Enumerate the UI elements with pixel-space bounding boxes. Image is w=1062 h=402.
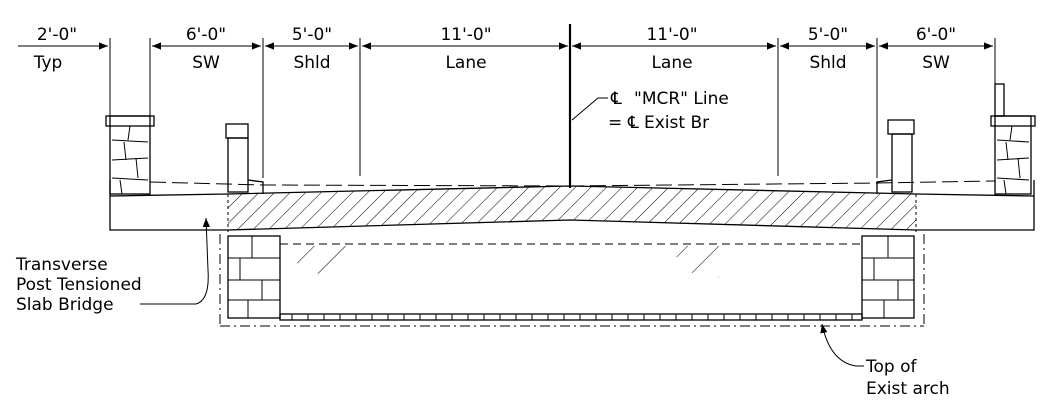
centerline: ℄ "MCR" Line = ℄ Exist Br (568, 24, 729, 188)
typ-width-text: 2'-0" (37, 25, 77, 45)
lane-left-width-text: 11'-0" (440, 25, 491, 45)
shoulder-left-width-text: 5'-0" (292, 25, 332, 45)
lane-left-label-text: Lane (445, 53, 486, 73)
lane-right-label-text: Lane (651, 53, 692, 73)
existing-arch-structure (219, 234, 925, 327)
slab-callout: Transverse Post Tensioned Slab Bridge (15, 217, 210, 315)
centerline-exist-br-text: Exist Br (644, 113, 709, 133)
lane-right-width-text: 11'-0" (646, 25, 697, 45)
right-railing-post (876, 119, 915, 194)
centerline-equals-text: = (608, 113, 622, 133)
left-parapet (105, 115, 155, 195)
typ-label-text: Typ (33, 53, 63, 73)
shoulder-right-label-text: Shld (809, 53, 846, 73)
sidewalk-right-label-text: SW (922, 53, 950, 73)
slab-callout-line1: Transverse (15, 255, 108, 275)
deck-slab (109, 180, 1035, 232)
left-railing-post (225, 123, 264, 194)
centerline-mcr-text: "MCR" Line (634, 89, 729, 109)
arch-callout: Top of Exist arch (820, 323, 950, 399)
slab-callout-line2: Post Tensioned (16, 275, 142, 295)
arch-callout-line1: Top of (865, 357, 917, 377)
shoulder-left-label-text: Shld (293, 53, 330, 73)
slab-callout-line3: Slab Bridge (16, 295, 114, 315)
shoulder-right-width-text: 5'-0" (808, 25, 848, 45)
centerline-symbol2-text: ℄ (627, 113, 639, 133)
sidewalk-left-label-text: SW (192, 53, 220, 73)
arch-callout-line2: Exist arch (866, 379, 950, 399)
sidewalk-right-width-text: 6'-0" (916, 25, 956, 45)
right-parapet (990, 83, 1036, 195)
centerline-symbol-text: ℄ (610, 89, 622, 109)
dimension-string: 2'-0" Typ 6'-0" SW 5'-0" Shld 11'-0" Lan… (18, 25, 996, 178)
sidewalk-left-width-text: 6'-0" (186, 25, 226, 45)
